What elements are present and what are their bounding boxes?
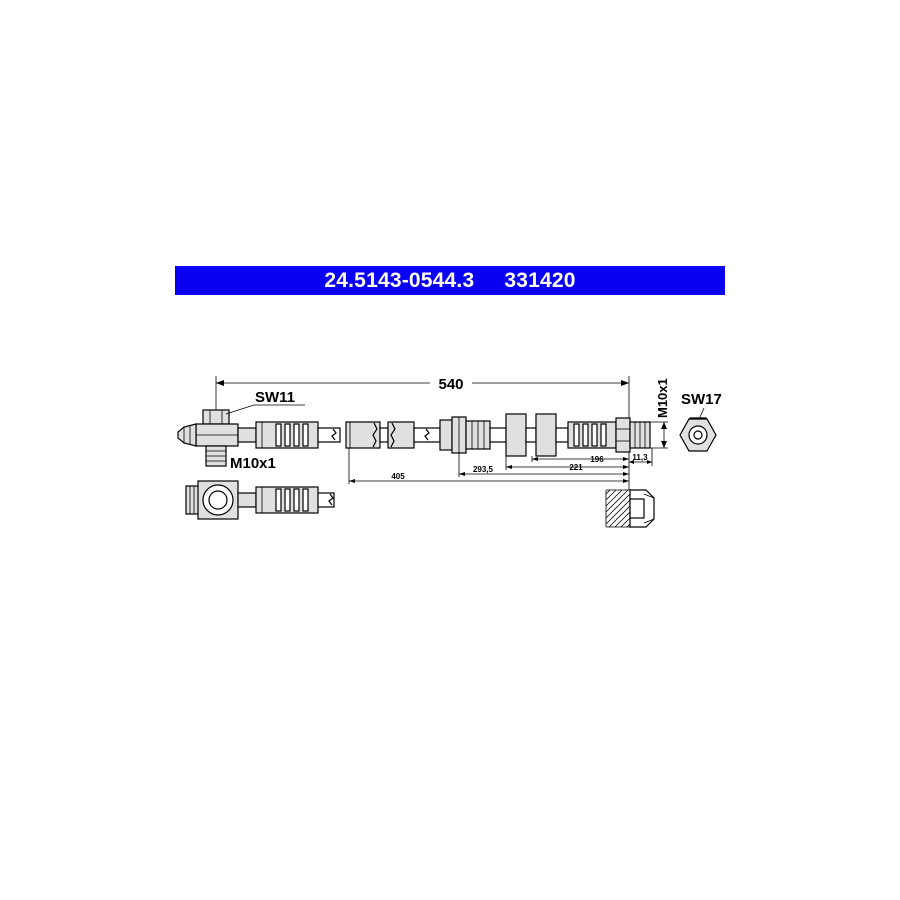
title-bar: 24.5143-0544.3 331420 [175,266,725,295]
thread-dimension-right: M10x1 [650,378,670,449]
hex-nut-end-view: SW17 [679,391,722,452]
dimension-221-label: 221 [569,463,583,472]
hose-left [317,427,341,443]
hose-right [489,427,507,443]
reference-number: 331420 [504,268,576,292]
dimension-11-label: 11,3 [632,453,648,462]
dimension-293-label: 293,5 [473,465,494,474]
sw17-label: SW17 [681,391,722,408]
thread-label-left: M10x1 [230,455,276,472]
sw11-leader [225,404,255,415]
part-number: 24.5143-0544.3 [324,268,475,292]
crimp-ferrule-left [255,421,319,449]
crimp-ferrule-right [567,421,617,449]
sw11-label: SW11 [255,389,295,406]
dimension-540: 540 [215,376,630,418]
hose-break [424,428,430,441]
port-section-view [605,489,655,528]
dimension-540-label: 540 [438,376,463,393]
bracket-clip [439,416,491,454]
banjo-fitting-side [177,409,257,467]
protective-sleeve-1 [345,421,415,449]
dimension-chain: 196 11,3 221 293,5 405 [348,448,653,490]
dimension-405-label: 405 [391,472,405,481]
mounting-collar-1 [505,413,569,457]
banjo-fitting-top-view [185,480,335,520]
end-fitting-right [615,417,651,453]
thread-label-right: M10x1 [655,378,670,418]
dimension-196-label: 196 [590,455,604,464]
